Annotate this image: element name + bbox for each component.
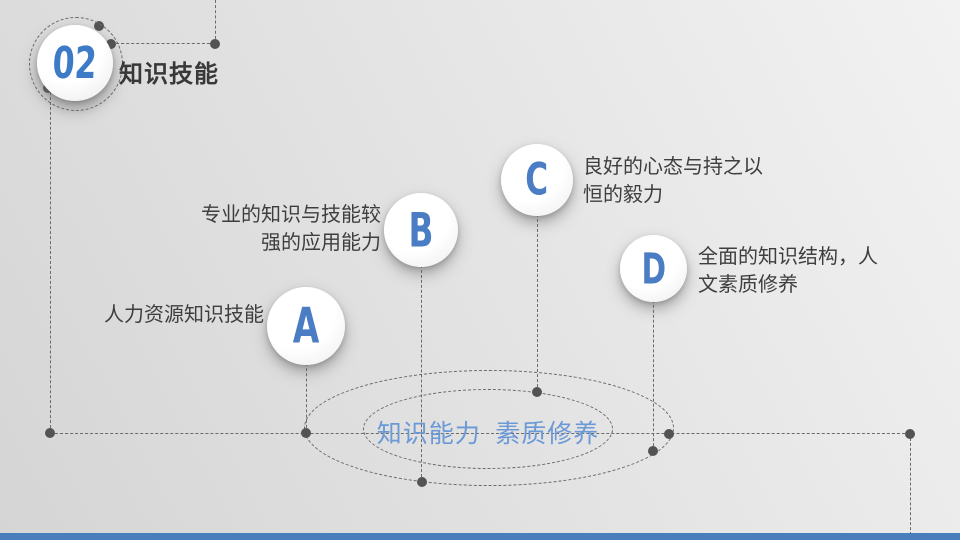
node-b-letter: B: [408, 202, 434, 258]
ellipse-label: 知识能力 素质修养: [376, 421, 600, 448]
node-a-letter: A: [292, 297, 320, 355]
connector-node-a: [306, 363, 307, 433]
dot-node-b-junction: [417, 477, 427, 487]
dot-node-c-junction: [532, 387, 542, 397]
dot-bottom-right-corner: [905, 429, 915, 439]
connector-node-c: [537, 214, 538, 392]
caption-c: 良好的心态与持之以 恒的毅力: [583, 153, 803, 209]
caption-c-line2: 恒的毅力: [583, 184, 663, 206]
node-d: D: [620, 235, 687, 302]
caption-a-line1: 人力资源知识技能: [104, 304, 264, 326]
caption-b-line1: 专业的知识与技能较: [201, 204, 381, 226]
badge-dashed-ring: [29, 17, 123, 111]
caption-c-line1: 良好的心态与持之以: [583, 156, 763, 178]
connector-left-vertical: [50, 92, 51, 433]
connector-node-d: [653, 300, 654, 451]
section-badge: 02: [37, 25, 113, 101]
caption-b-line2: 强的应用能力: [261, 232, 381, 254]
dot-ellipse-left: [301, 428, 311, 438]
caption-d: 全面的知识结构，人 文素质修养: [698, 243, 908, 299]
slide-title: 知识技能: [119, 61, 219, 88]
connector-top-vertical: [215, 0, 216, 44]
dot-bottom-left-corner: [45, 428, 55, 438]
node-c-letter: C: [525, 154, 549, 206]
connector-right-vertical: [910, 433, 911, 540]
node-d-letter: D: [641, 243, 666, 294]
caption-b: 专业的知识与技能较 强的应用能力: [182, 201, 381, 257]
section-number: 02: [51, 37, 99, 89]
connector-badge-horizontal: [111, 43, 215, 44]
dot-top-corner: [210, 39, 220, 49]
caption-d-line1: 全面的知识结构，人: [698, 246, 878, 268]
inner-ellipse: [363, 389, 613, 469]
node-b: B: [384, 193, 458, 267]
node-a: A: [267, 287, 345, 365]
caption-a: 人力资源知识技能: [88, 301, 264, 329]
dot-ellipse-right: [664, 429, 674, 439]
dot-node-d-junction: [648, 446, 658, 456]
footer-accent-bar: [0, 533, 960, 540]
node-c: C: [501, 144, 573, 216]
caption-d-line2: 文素质修养: [698, 274, 798, 296]
